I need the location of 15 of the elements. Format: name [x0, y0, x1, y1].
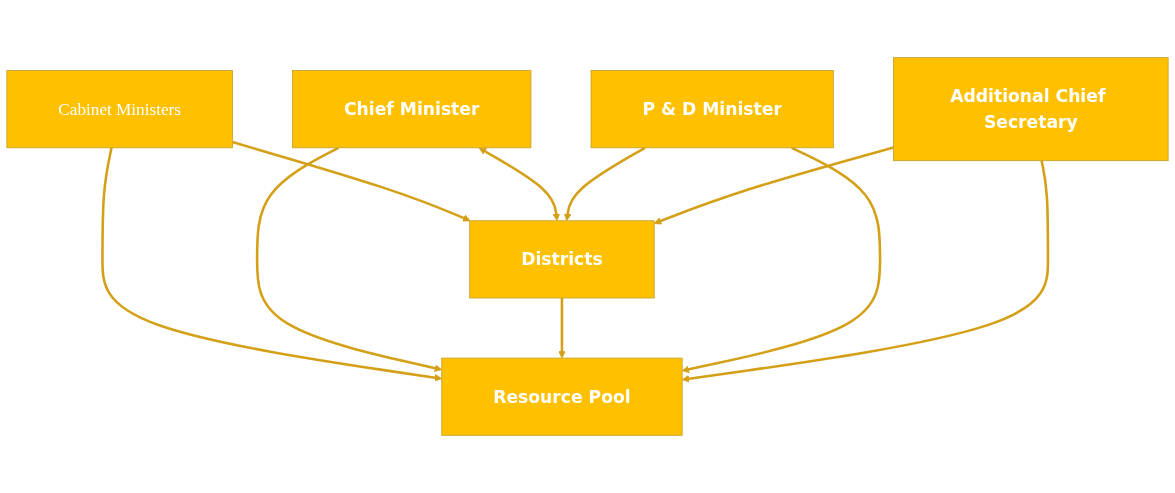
arrow: [255, 146, 443, 372]
node-box: Chief Minister: [292, 70, 532, 149]
node-box: P & D Minister: [590, 70, 834, 149]
node-box: Districts: [469, 220, 655, 299]
arrow: [232, 140, 471, 222]
node-box: Additional Chief Secretary: [893, 57, 1169, 162]
arrow: [681, 160, 1050, 383]
node-box: Cabinet Ministers: [6, 70, 233, 149]
arrow: [101, 147, 443, 382]
arrow: [478, 147, 560, 222]
arrow: [681, 146, 882, 373]
node-box: Resource Pool: [441, 357, 683, 436]
arrow: [563, 146, 646, 222]
arrow: [558, 298, 566, 359]
arrow: [653, 146, 894, 225]
